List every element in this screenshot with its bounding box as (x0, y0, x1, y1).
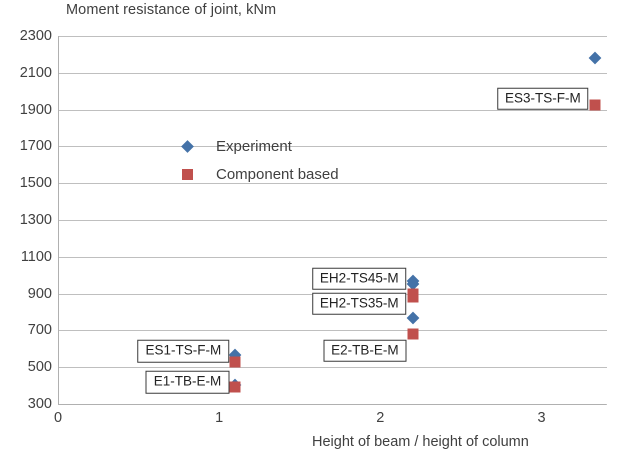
gridline (59, 220, 607, 221)
data-point-square (407, 288, 419, 300)
gridline (59, 183, 607, 185)
legend-item-component-based: Component based (170, 160, 339, 188)
legend-item-experiment: Experiment (170, 132, 339, 160)
square-marker-icon (170, 164, 204, 184)
legend-label: Experiment (216, 137, 292, 155)
y-tick-label: 1500 (19, 175, 52, 192)
data-point-square (229, 381, 241, 393)
y-tick-label: 2100 (19, 64, 52, 81)
annotation-callout: ES1-TS-F-M (137, 339, 230, 363)
chart-title: Moment resistance of joint, kNm (66, 2, 277, 18)
x-axis-line (58, 404, 606, 405)
data-point-square (229, 356, 241, 368)
y-tick-label: 700 (27, 322, 52, 339)
x-tick-label: 0 (53, 410, 63, 426)
y-tick-label: 900 (27, 285, 52, 302)
diamond-marker-icon (170, 136, 204, 156)
x-tick-label: 3 (537, 410, 546, 426)
x-tick-label: 1 (215, 410, 224, 426)
y-tick-label: 1100 (20, 248, 52, 265)
gridline (59, 72, 607, 74)
annotation-callout: EH2-TS35-M (311, 292, 407, 315)
y-tick-label: 1700 (19, 138, 52, 155)
gridline (59, 36, 607, 37)
y-tick-label: 1300 (19, 212, 52, 228)
y-axis-tick-labels: 300 500 700 900 1100 1300 1500 1700 1900 2100 2300 (0, 0, 52, 462)
gridline (59, 146, 607, 148)
gridline (59, 330, 607, 332)
annotation-callout: E1-TB-E-M (145, 371, 230, 394)
legend-label: Component based (216, 165, 339, 183)
data-point-square (407, 328, 419, 340)
x-tick-label: 2 (376, 410, 385, 426)
annotation-callout: ES3-TS-F-M (496, 87, 589, 110)
gridline (59, 109, 607, 111)
y-tick-label: 1900 (19, 101, 52, 118)
data-point-square (589, 99, 601, 111)
x-axis-title: Height of beam / height of column (312, 434, 529, 450)
annotation-callout: EH2-TS45-M (311, 267, 407, 291)
y-tick-label: 300 (27, 396, 52, 412)
gridline (59, 367, 607, 369)
gridline (59, 256, 607, 258)
y-tick-label: 2300 (19, 28, 52, 44)
y-tick-label: 500 (27, 359, 52, 376)
chart-legend: Experiment Component based (170, 132, 339, 188)
annotation-callout: E2-TB-E-M (323, 339, 407, 362)
